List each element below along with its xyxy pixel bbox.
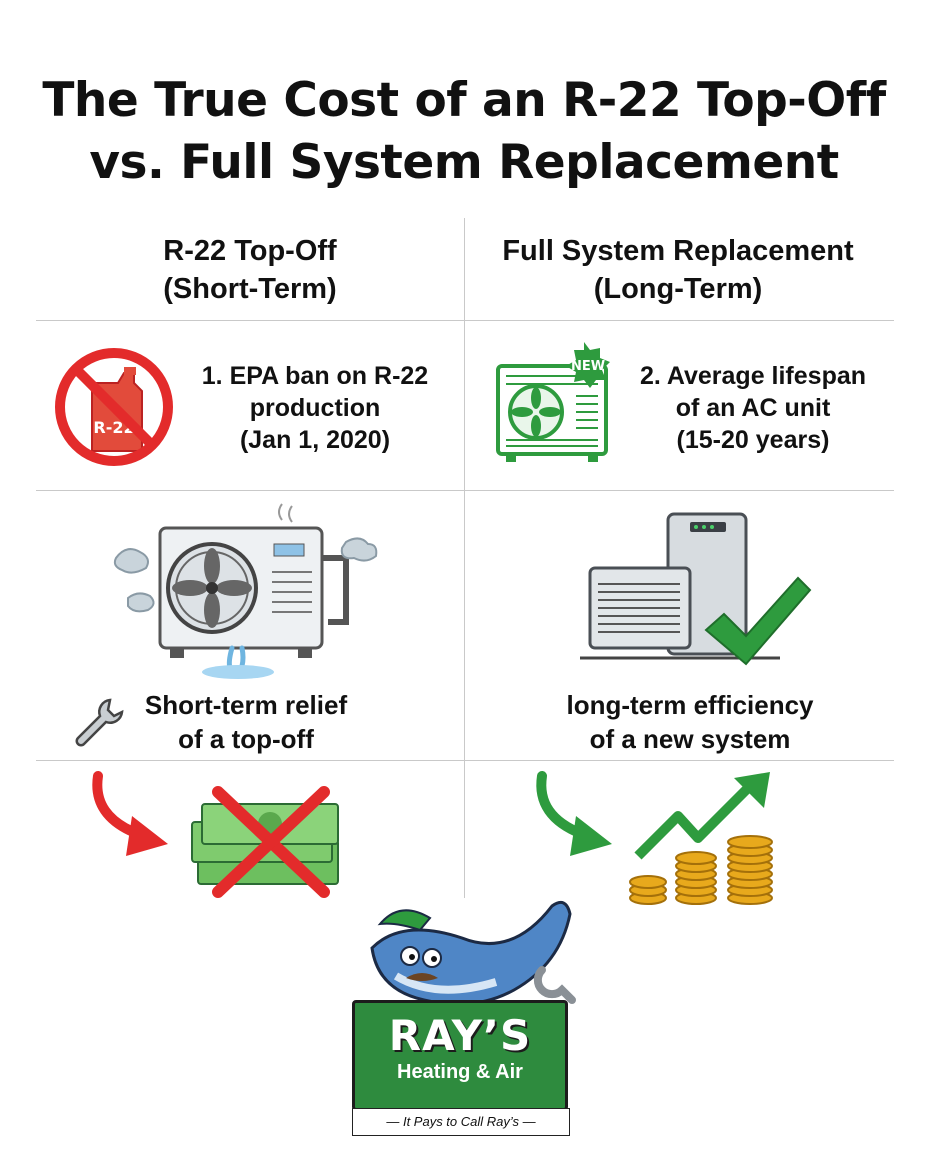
title-line-2: vs. Full System Replacement xyxy=(89,135,839,190)
lifespan-point-line-2: of an AC unit xyxy=(675,394,831,422)
epa-point-line-1: 1. EPA ban on R-22 xyxy=(201,362,429,390)
ac-lifespan-point: 2. Average lifespan of an AC unit (15-20… xyxy=(628,360,878,456)
lifespan-point-line-1: 2. Average lifespan xyxy=(639,362,867,390)
stingray-mascot-icon xyxy=(370,900,576,1006)
leaking-ac-icon xyxy=(113,503,378,679)
long-term-caption-line-2: of a new system xyxy=(589,724,791,754)
epa-point-line-2: production xyxy=(249,394,381,422)
left-heading-line-2: (Short-Term) xyxy=(163,273,337,305)
short-term-caption: Short-term relief of a top-off xyxy=(128,688,364,756)
crossed-money-icon xyxy=(191,786,339,898)
short-term-caption-line-2: of a top-off xyxy=(178,724,314,754)
left-heading-line-1: R-22 Top-Off xyxy=(163,235,337,267)
epa-point-line-3: (Jan 1, 2020) xyxy=(239,426,391,454)
green-checkmark-icon xyxy=(704,576,812,666)
page-title: The True Cost of an R-22 Top-Off vs. Ful… xyxy=(0,70,928,194)
right-heading-line-2: (Long-Term) xyxy=(593,273,763,305)
no-r22-icon: R-22 xyxy=(55,348,173,466)
logo-badge: RAY’S Heating & Air xyxy=(352,1000,568,1111)
row-divider-3 xyxy=(36,760,894,761)
long-term-caption-line-1: long-term efficiency xyxy=(566,690,814,720)
right-column-heading: Full System Replacement (Long-Term) xyxy=(478,232,878,308)
red-arrow-icon xyxy=(92,771,168,856)
title-line-1: The True Cost of an R-22 Top-Off xyxy=(42,73,886,128)
left-column-heading: R-22 Top-Off (Short-Term) xyxy=(50,232,450,308)
row-divider-2 xyxy=(36,490,894,491)
green-arrow-icon xyxy=(536,771,612,856)
epa-ban-point: 1. EPA ban on R-22 production (Jan 1, 20… xyxy=(190,360,440,456)
right-heading-line-1: Full System Replacement xyxy=(502,235,854,267)
logo-tagline-text: It Pays to Call Ray’s xyxy=(402,1114,520,1129)
new-ac-unit-icon: NEW xyxy=(496,342,610,462)
logo-tagline: — It Pays to Call Ray’s — xyxy=(352,1108,570,1136)
logo-subtitle: Heating & Air xyxy=(397,1061,523,1083)
lifespan-point-line-3: (15-20 years) xyxy=(676,426,830,454)
logo-name: RAY’S xyxy=(388,1011,532,1060)
short-term-caption-line-1: Short-term relief xyxy=(144,690,348,720)
row-divider-1 xyxy=(36,320,894,321)
coins-growth-icon xyxy=(629,772,773,905)
column-divider xyxy=(464,218,465,898)
new-badge: NEW xyxy=(571,359,605,374)
wrench-icon xyxy=(75,698,124,747)
long-term-caption: long-term efficiency of a new system xyxy=(540,688,840,756)
